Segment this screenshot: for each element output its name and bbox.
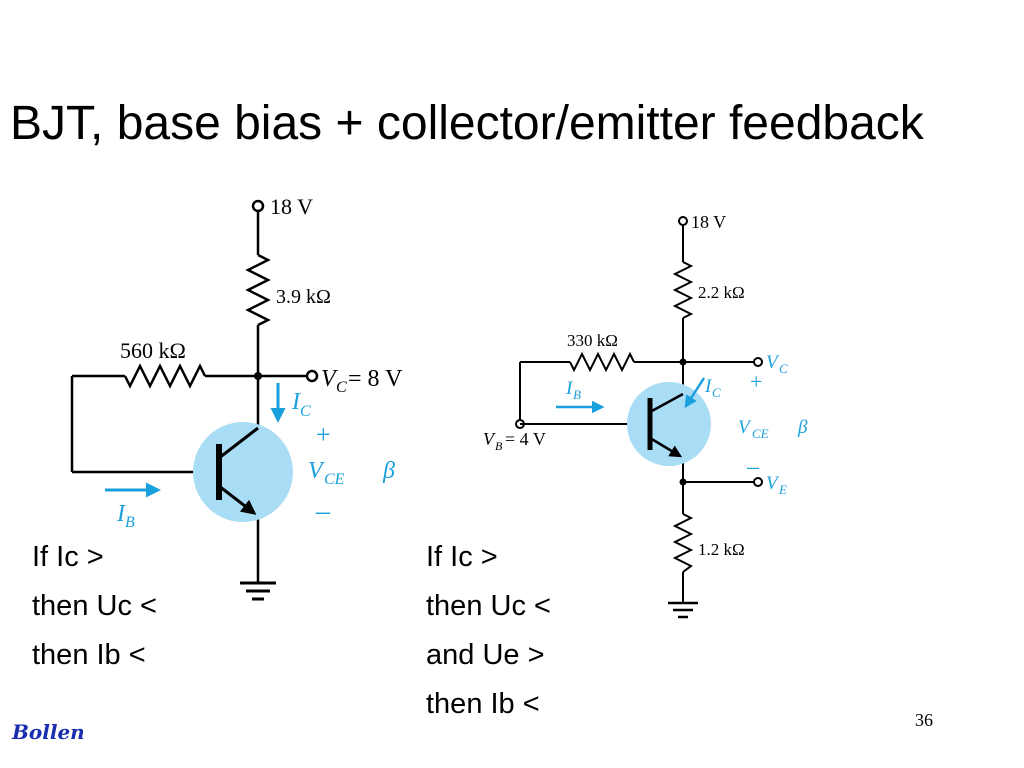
svg-text:= 4 V: = 4 V [505, 429, 546, 449]
explanation-right: If Ic > then Uc < and Ue > then Ib < [426, 533, 551, 729]
svg-text:I: I [291, 389, 301, 415]
right-ic-label: I C [704, 376, 721, 400]
explanation-left-line: If Ic > [32, 541, 104, 573]
right-transistor [647, 392, 684, 458]
left-feedback-resistor-label: 560 kΩ [120, 338, 186, 363]
svg-text:V: V [766, 473, 780, 494]
left-ib-label: I B [116, 501, 135, 531]
right-emitter-resistor [672, 513, 694, 573]
right-junction-dot-emitter [679, 478, 687, 486]
svg-text:B: B [495, 439, 503, 453]
right-minus-sign: – [746, 454, 760, 480]
explanation-left-line: then Ib < [32, 639, 146, 671]
svg-text:C: C [336, 379, 347, 396]
left-minus-sign: – [315, 496, 331, 527]
svg-text:V: V [483, 429, 496, 449]
explanation-right-line: then Uc < [426, 590, 551, 622]
explanation-right-line: then Ib < [426, 688, 540, 720]
svg-text:C: C [300, 403, 311, 420]
svg-text:I: I [565, 378, 574, 399]
left-supply-label: 18 V [270, 194, 313, 219]
svg-text:CE: CE [752, 426, 769, 441]
right-junction-dot-collector [679, 358, 687, 366]
left-beta-label: β [382, 458, 395, 484]
left-transistor-shade [193, 422, 293, 522]
right-ic-arrow [684, 377, 706, 409]
right-collector-resistor [672, 261, 694, 319]
right-vb-label: V B = 4 V [483, 429, 546, 453]
svg-text:CE: CE [324, 471, 345, 488]
right-vc-terminal [753, 357, 763, 367]
left-vc-label: V C = 8 V [321, 366, 403, 396]
right-supply-terminal [678, 216, 688, 226]
explanation-right-line: and Ue > [426, 639, 545, 671]
right-vc-label: V C [766, 352, 788, 376]
right-plus-sign: + [750, 369, 762, 394]
left-transistor [216, 426, 259, 515]
left-collector-resistor-label: 3.9 kΩ [276, 286, 331, 308]
svg-text:B: B [125, 514, 135, 531]
svg-text:I: I [116, 501, 126, 527]
right-collector-resistor-label: 2.2 kΩ [698, 283, 745, 302]
right-ve-terminal [753, 477, 763, 487]
left-junction-dot [254, 372, 262, 380]
left-ground [240, 581, 276, 601]
left-vce-label: V CE [308, 458, 345, 488]
right-base-resistor [569, 351, 635, 373]
right-supply-label: 18 V [691, 212, 726, 232]
right-vce-label: V CE [738, 417, 769, 441]
right-ib-label: I B [565, 378, 581, 402]
right-beta-label: β [797, 417, 808, 438]
left-feedback-resistor [123, 363, 207, 389]
svg-text:V: V [321, 366, 338, 392]
left-collector-resistor [245, 253, 271, 327]
slide-title: BJT, base bias + collector/emitter feedb… [10, 97, 924, 150]
right-emitter-resistor-label: 1.2 kΩ [698, 540, 745, 559]
page-number: 36 [915, 710, 933, 730]
right-base-resistor-label: 330 kΩ [567, 331, 618, 350]
svg-text:V: V [308, 458, 325, 484]
right-ve-label: V E [766, 473, 787, 497]
left-vc-terminal [305, 369, 319, 383]
svg-text:V: V [738, 417, 752, 438]
left-circuit [70, 199, 319, 582]
left-ic-label: I C [291, 389, 311, 420]
svg-text:C: C [779, 361, 788, 376]
svg-text:= 8 V: = 8 V [348, 366, 403, 392]
left-plus-sign: + [316, 420, 331, 449]
right-ground [668, 601, 698, 619]
explanation-left: If Ic > then Uc < then Ib < [32, 533, 157, 680]
svg-text:V: V [766, 352, 780, 373]
svg-text:I: I [704, 376, 713, 397]
explanation-right-line: If Ic > [426, 541, 498, 573]
author-signature: Bollen [12, 720, 85, 744]
explanation-left-line: then Uc < [32, 590, 157, 622]
svg-text:B: B [573, 387, 581, 402]
svg-text:C: C [712, 385, 721, 400]
svg-text:E: E [778, 482, 787, 497]
left-supply-terminal [251, 199, 265, 213]
right-transistor-shade [627, 382, 711, 466]
